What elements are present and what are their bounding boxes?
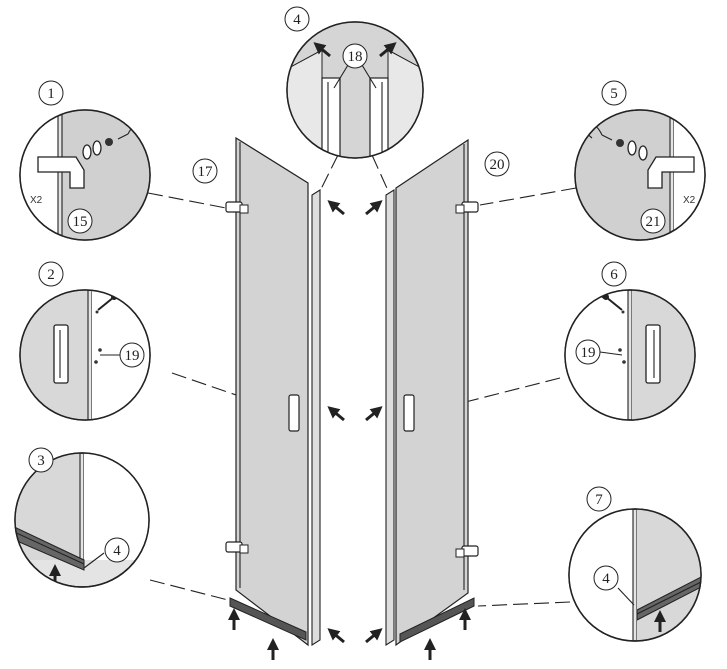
- step-label-7: 7: [595, 492, 603, 508]
- part-callout-4-left: 4: [104, 537, 130, 563]
- right-fixed-strip: [385, 189, 395, 646]
- part-callout-17: 17: [192, 158, 218, 184]
- step-label-1: 1: [47, 86, 55, 102]
- assembly-arrows: [228, 200, 471, 660]
- step-label-2: 2: [47, 267, 55, 283]
- leader-lines: [147, 154, 577, 607]
- part-label-18: 18: [348, 49, 363, 65]
- part-callout-18: 18: [342, 43, 368, 69]
- part-callout-20: 20: [484, 151, 510, 177]
- part-label-19-left: 19: [125, 348, 140, 364]
- right-bottom-seal: [399, 597, 475, 643]
- detail-circle-7: [568, 508, 702, 642]
- step-label-5: 5: [610, 86, 618, 102]
- detail-circle-4: [286, 21, 424, 159]
- left-door-handle: [288, 394, 300, 432]
- part-callout-15: 15: [67, 208, 93, 234]
- step-callout-7: 7: [586, 486, 612, 512]
- part-label-4-right: 4: [602, 571, 610, 587]
- step-label-6: 6: [610, 267, 618, 283]
- detail-circle-3: [14, 452, 150, 588]
- left-bottom-seal: [229, 597, 307, 641]
- part-callout-21: 21: [640, 208, 666, 234]
- right-door-handle: [403, 394, 415, 432]
- step-callout-3: 3: [28, 447, 54, 473]
- part-callout-19-right: 19: [575, 339, 623, 365]
- left-door-panel: [225, 136, 309, 647]
- part-callout-19-left: 19: [100, 342, 145, 368]
- left-fixed-strip: [311, 189, 321, 646]
- step-callout-4: 4: [284, 6, 310, 32]
- right-door-panel: [395, 138, 479, 647]
- quantity-x2-left: X2: [30, 195, 43, 206]
- part-label-17: 17: [198, 164, 214, 180]
- step-callout-2: 2: [38, 261, 64, 287]
- step-callout-1: 1: [38, 80, 64, 106]
- quantity-x2-right: X2: [683, 195, 696, 206]
- part-label-21: 21: [646, 214, 661, 230]
- step-callout-5: 5: [601, 80, 627, 106]
- part-label-20: 20: [490, 157, 505, 173]
- step-label-3: 3: [37, 453, 45, 469]
- part-label-4-left: 4: [113, 543, 121, 559]
- part-label-19-right: 19: [581, 345, 596, 361]
- step-label-4: 4: [293, 12, 301, 28]
- detail-circle-5: X2: [574, 109, 706, 241]
- part-label-15: 15: [73, 214, 88, 230]
- step-callout-6: 6: [601, 261, 627, 287]
- part-callout-4-right: 4: [593, 565, 619, 591]
